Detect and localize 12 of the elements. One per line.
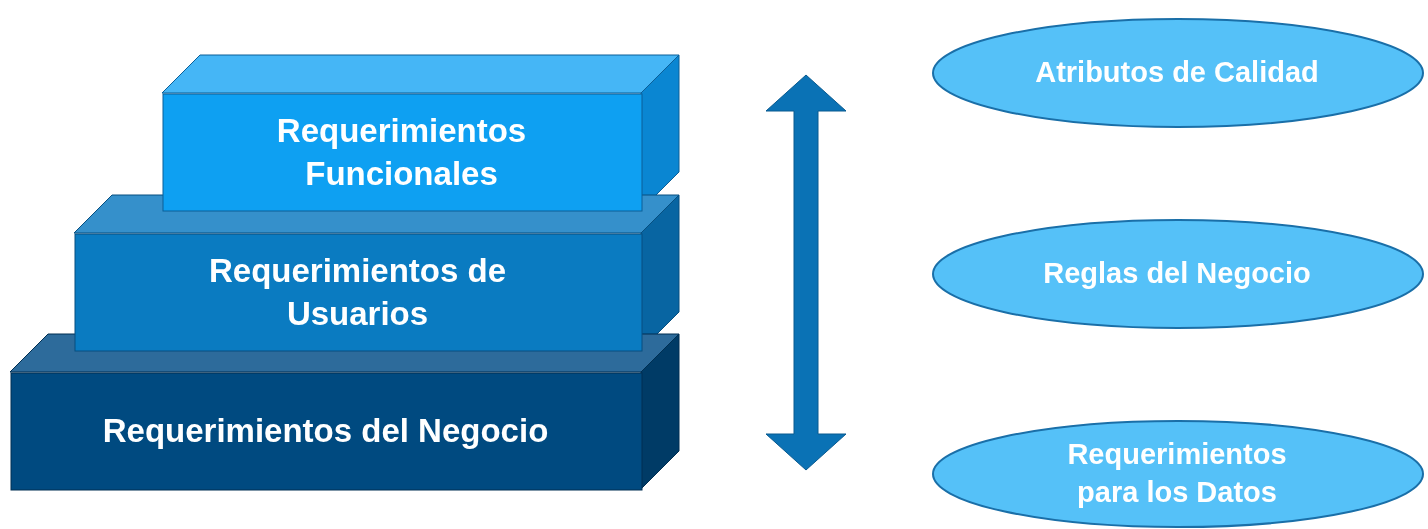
oval-label: Reglas del Negocio <box>1042 256 1312 292</box>
block-label: Requerimientos Funcionales <box>275 110 528 194</box>
layer-block-front <box>74 233 643 352</box>
oval-label: Requerimientos para los Datos <box>1066 437 1288 510</box>
layer-block-front <box>10 372 643 491</box>
oval-shape <box>932 18 1424 128</box>
block-label: Requerimientos del Negocio <box>101 411 550 452</box>
oval-label: Atributos de Calidad <box>1034 55 1320 91</box>
block-label: Requerimientos de Usuarios <box>207 250 508 334</box>
layer-block-front <box>162 93 643 212</box>
oval-shape <box>932 219 1424 329</box>
oval-shape <box>932 420 1424 528</box>
